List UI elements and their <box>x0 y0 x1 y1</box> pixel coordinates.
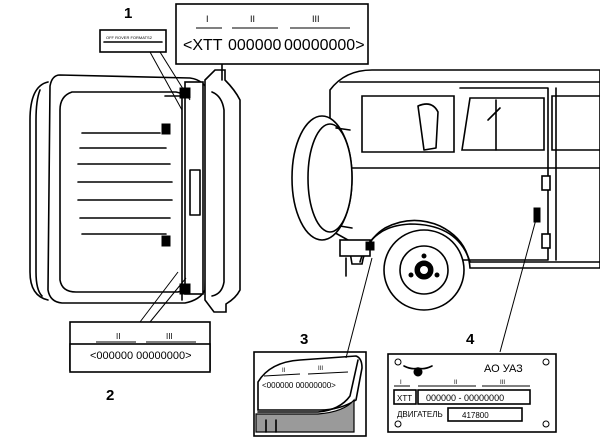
plate-4: АО УАЗ I II III XTT 000000 - 00000000 ДВ… <box>387 353 557 433</box>
label2-roman-3: III <box>166 332 173 341</box>
vehicle-side-view <box>291 69 600 311</box>
small-sticker: OFF ROVER FORMATS2 <box>99 29 167 53</box>
callout-1: 1 <box>124 5 132 22</box>
plate-roman-2: II <box>454 380 458 386</box>
hood-ribs <box>77 132 173 235</box>
callout-2: 2 <box>106 387 114 404</box>
plate-xtt: XTT <box>397 394 412 403</box>
label3-text: <000000 00000000> <box>262 381 336 390</box>
plate-roman-1: I <box>400 380 402 386</box>
rear-wheel <box>383 229 465 311</box>
label1-roman-2: II <box>250 14 255 24</box>
label-1: I II III <XTT 000000 00000000> <box>175 3 369 65</box>
label1-part3: 00000000> <box>284 37 365 54</box>
vehicle-top-view <box>29 59 241 313</box>
label-2: II III <000000 00000000> <box>69 321 211 373</box>
label1-part2: 000000 <box>228 37 281 54</box>
plate-engine-label: ДВИГАТЕЛЬ <box>397 410 443 419</box>
label2-roman-2: II <box>116 332 120 341</box>
callout-4: 4 <box>466 331 475 348</box>
label2-text: <000000 00000000> <box>90 350 192 362</box>
label3-roman-2: II <box>282 368 286 374</box>
label1-roman-1: I <box>206 14 209 24</box>
small-sticker-text: OFF ROVER FORMATS2 <box>106 35 153 40</box>
label3-roman-3: III <box>318 366 323 372</box>
label1-prefix: <XTT <box>183 37 223 54</box>
plate-number: 000000 - 00000000 <box>426 393 504 403</box>
callout-3: 3 <box>300 331 308 348</box>
plate-roman-3: III <box>500 380 505 386</box>
plate-brand: АО УАЗ <box>484 363 523 375</box>
uaz-logo-icon <box>403 365 433 377</box>
detail-3: II III <000000 00000000> <box>253 351 367 437</box>
plate-engine-number: 417800 <box>462 411 489 420</box>
label1-roman-3: III <box>312 14 320 24</box>
